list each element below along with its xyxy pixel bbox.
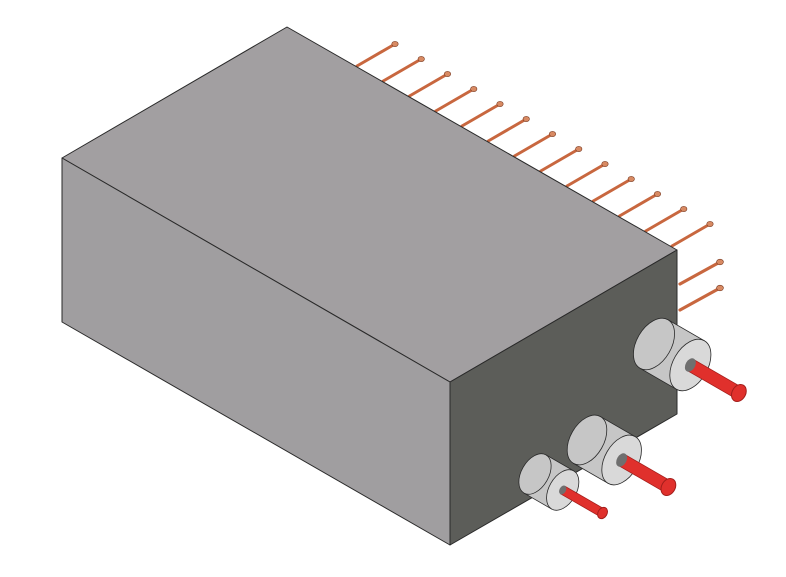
- side-face: [449, 249, 678, 546]
- red-pin-tip: [597, 506, 608, 520]
- side-pin-pair: [678, 258, 724, 312]
- red-pin-tip: [730, 384, 747, 402]
- top-pin-tip: [417, 56, 425, 62]
- top-pin-tip: [443, 71, 451, 77]
- top-pin-tip: [496, 101, 504, 107]
- top-pin: [460, 102, 502, 128]
- top-pin: [670, 222, 712, 248]
- side-pin-tip: [716, 284, 724, 292]
- top-pin: [618, 192, 659, 218]
- side-pin-tip: [716, 258, 724, 266]
- top-pin: [644, 207, 686, 233]
- top-pin-tip: [627, 176, 635, 182]
- top-pin: [434, 87, 476, 113]
- top-pin: [355, 42, 397, 68]
- red-pin: [687, 359, 742, 399]
- red-pin-tip: [660, 478, 677, 496]
- pin-socket: [559, 485, 567, 495]
- insulator-base: [633, 317, 675, 371]
- top-pin: [565, 162, 607, 188]
- pin-socket: [684, 358, 696, 372]
- top-pin-tip: [706, 221, 714, 227]
- top-pin: [486, 117, 528, 143]
- terminal: [518, 453, 608, 520]
- top-pin-tip: [575, 146, 583, 152]
- red-pin: [618, 454, 672, 493]
- top-pin-tip: [522, 116, 530, 122]
- terminal: [566, 414, 677, 496]
- pin-socket: [616, 453, 628, 467]
- top-pin-row: [355, 41, 714, 248]
- top-pin-tip: [548, 131, 556, 137]
- top-pin-tip: [680, 206, 688, 212]
- terminal: [633, 317, 747, 402]
- top-pin-tip: [470, 86, 478, 92]
- side-pin: [678, 286, 722, 312]
- terminal-group: [518, 317, 747, 520]
- insulator-base: [566, 414, 608, 466]
- top-pin: [513, 132, 554, 158]
- top-pin-tip: [391, 41, 399, 47]
- top-pin-tip: [601, 161, 609, 167]
- insulator-base: [518, 453, 552, 495]
- top-pin: [408, 72, 449, 98]
- red-pin: [560, 486, 605, 517]
- top-pin: [539, 147, 581, 173]
- top-pin-tip: [653, 191, 661, 197]
- top-pin: [591, 177, 633, 203]
- side-pin: [678, 260, 722, 286]
- top-pin: [381, 57, 423, 83]
